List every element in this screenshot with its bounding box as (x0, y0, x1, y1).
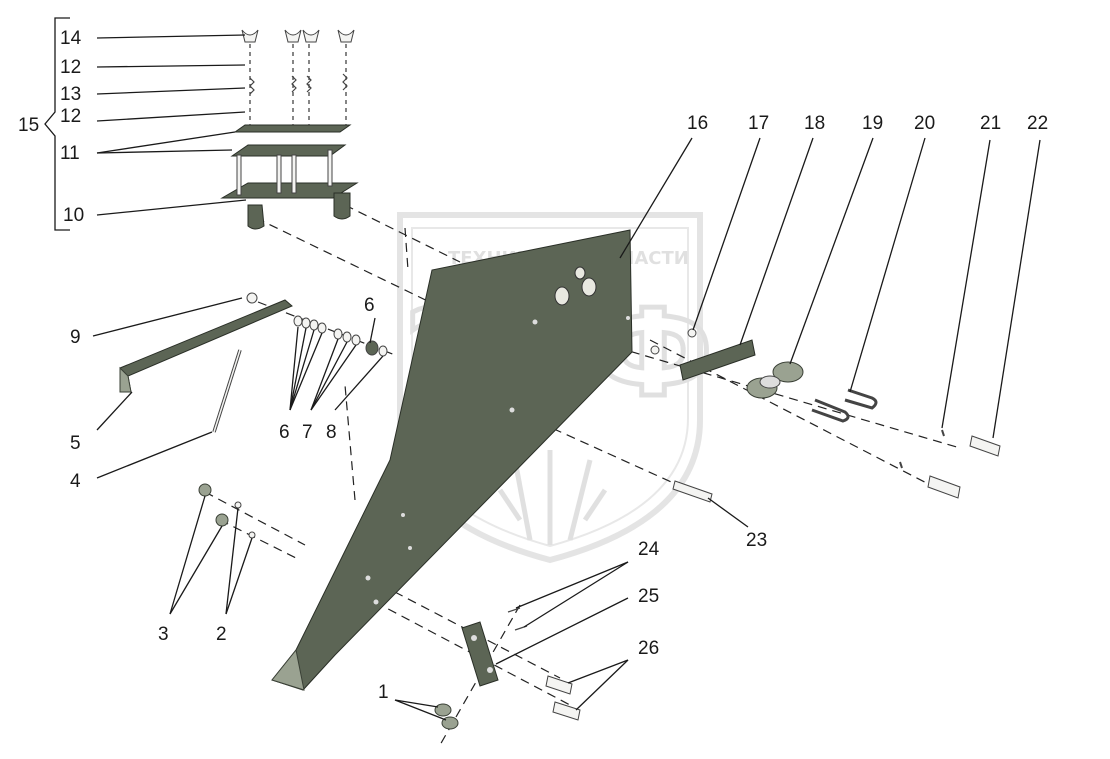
callout-13: 13 (60, 84, 81, 105)
callout-19: 19 (862, 113, 883, 134)
rod-part-4 (212, 349, 242, 433)
callout-10: 10 (63, 205, 84, 226)
main-bracket-part-16 (271, 229, 633, 691)
callout-5: 5 (70, 433, 81, 454)
callout-4: 4 (70, 471, 81, 492)
callout-24: 24 (638, 539, 660, 560)
callout-14: 14 (60, 28, 82, 49)
bolt-part-23 (672, 480, 713, 503)
nut-washer-set-2-3 (198, 483, 256, 539)
callout-15: 15 (18, 115, 39, 136)
callout-labels: 14 12 13 12 15 11 10 9 5 4 6 6 7 8 3 2 1… (18, 28, 1048, 703)
bracket-hole (574, 266, 586, 280)
callout-7: 7 (302, 422, 313, 443)
callout-8: 8 (326, 422, 337, 443)
plate-part-18 (679, 339, 756, 381)
washer-set-6-7-8 (293, 315, 388, 357)
top-clamp-assembly (220, 29, 359, 230)
bottom-plate-part-25 (461, 621, 499, 687)
callout-26: 26 (638, 638, 659, 659)
callout-12-lower: 12 (60, 106, 81, 127)
callout-12-upper: 12 (60, 57, 81, 78)
callout-3: 3 (158, 624, 169, 645)
callout-2: 2 (216, 624, 227, 645)
callout-18: 18 (804, 113, 825, 134)
callout-16: 16 (687, 113, 708, 134)
pin-part-21 (941, 429, 945, 437)
group-bracket-15 (44, 17, 70, 231)
callout-17: 17 (748, 113, 769, 134)
washer-part-17 (687, 328, 697, 338)
watermark-wheat-icon (497, 450, 608, 545)
bracket-part-5 (119, 299, 293, 393)
callout-23: 23 (746, 530, 767, 551)
clip-part-20 (811, 388, 878, 423)
callout-11: 11 (60, 143, 80, 164)
bracket-hole (554, 286, 570, 306)
bolt-part-22 (927, 435, 1001, 499)
callout-6-bottom: 6 (279, 422, 290, 443)
bolt-set-26 (545, 675, 581, 721)
leader-lines (92, 34, 1041, 721)
wing-nut-icon (241, 29, 355, 43)
right-fastener-group (650, 328, 1001, 499)
callout-9: 9 (70, 327, 81, 348)
callout-20: 20 (914, 113, 935, 134)
nut-part-9 (246, 292, 258, 304)
bracket-hole (581, 277, 597, 297)
callout-6-top: 6 (364, 295, 375, 316)
callout-25: 25 (638, 586, 659, 607)
roller-part-19 (746, 361, 804, 399)
callout-1: 1 (378, 682, 389, 703)
callout-22: 22 (1027, 113, 1048, 134)
callout-21: 21 (980, 113, 1001, 134)
